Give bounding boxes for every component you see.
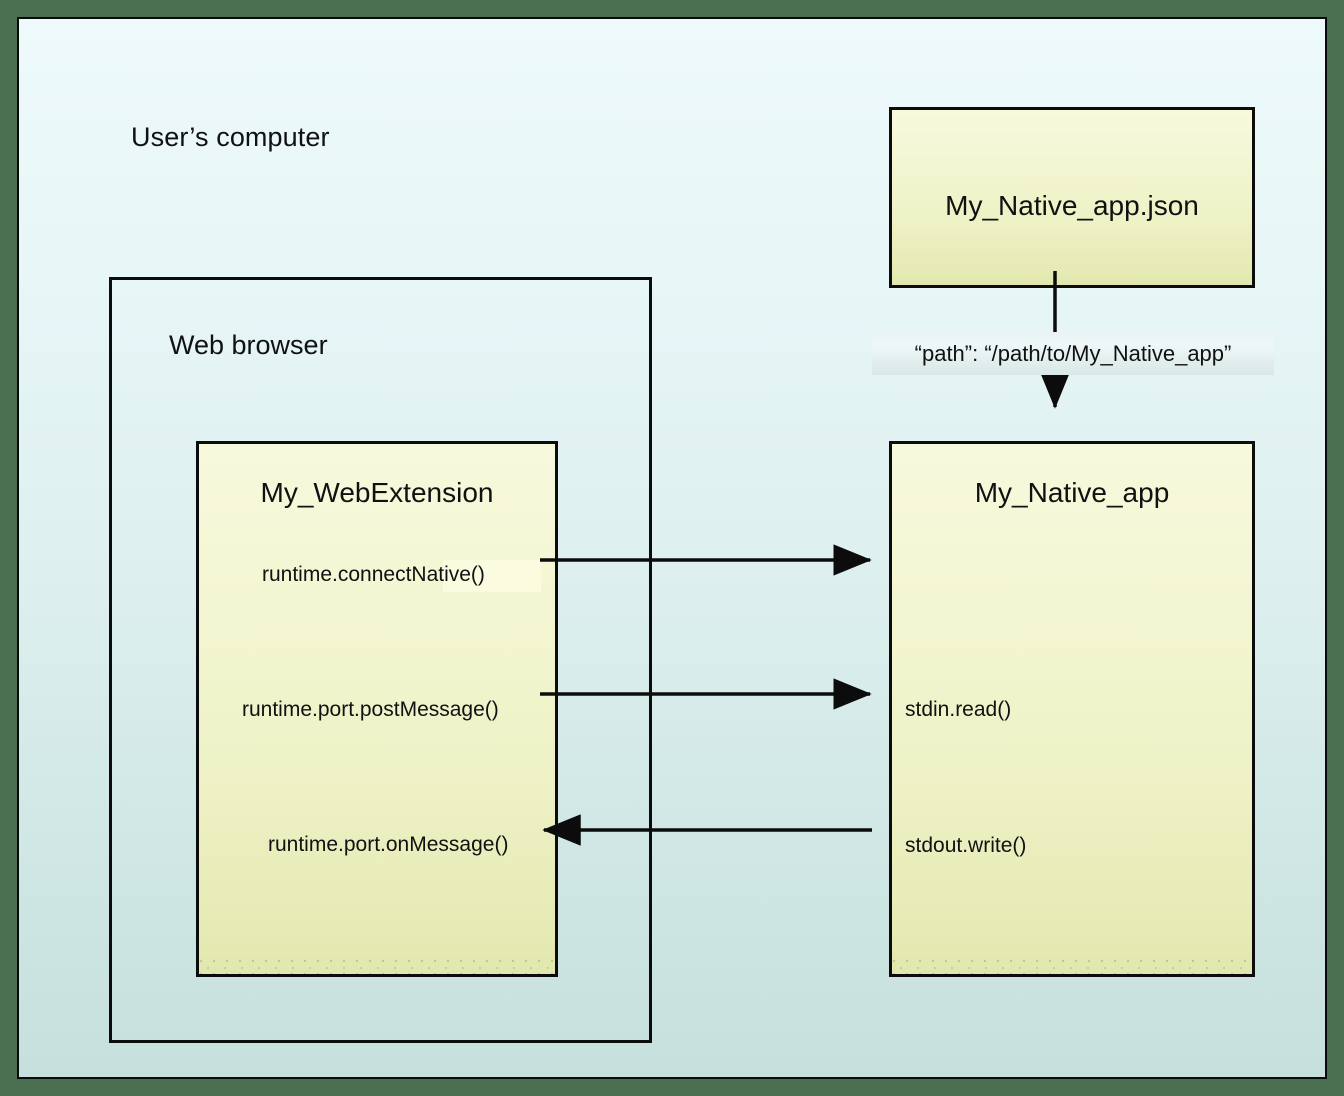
native-manifest-box: My_Native_app.json [889,107,1255,288]
web-extension-box: My_WebExtension [196,441,558,977]
connect-native-highlight [443,560,541,592]
api-label-stdin-read: stdin.read() [905,698,1012,721]
api-label-connect-native: runtime.connectNative() [262,563,485,586]
native-manifest-title: My_Native_app.json [945,190,1199,221]
manifest-path-label: “path”: “/path/to/My_Native_app” [872,332,1274,375]
native-app-title: My_Native_app [974,477,1170,508]
web-extension-title: My_WebExtension [260,477,494,508]
web-browser-label: Web browser [169,330,328,360]
manifest-path-text: “path”: “/path/to/My_Native_app” [914,340,1232,366]
api-label-stdout-write: stdout.write() [905,834,1027,857]
native-app-box: My_Native_app [889,441,1255,977]
api-label-on-message: runtime.port.onMessage() [268,833,509,856]
api-label-post-message: runtime.port.postMessage() [242,698,499,721]
users-computer-panel: User’s computer Web browser My_Native_ap… [17,17,1327,1079]
users-computer-label: User’s computer [131,122,330,152]
web-browser-container [109,277,652,1043]
